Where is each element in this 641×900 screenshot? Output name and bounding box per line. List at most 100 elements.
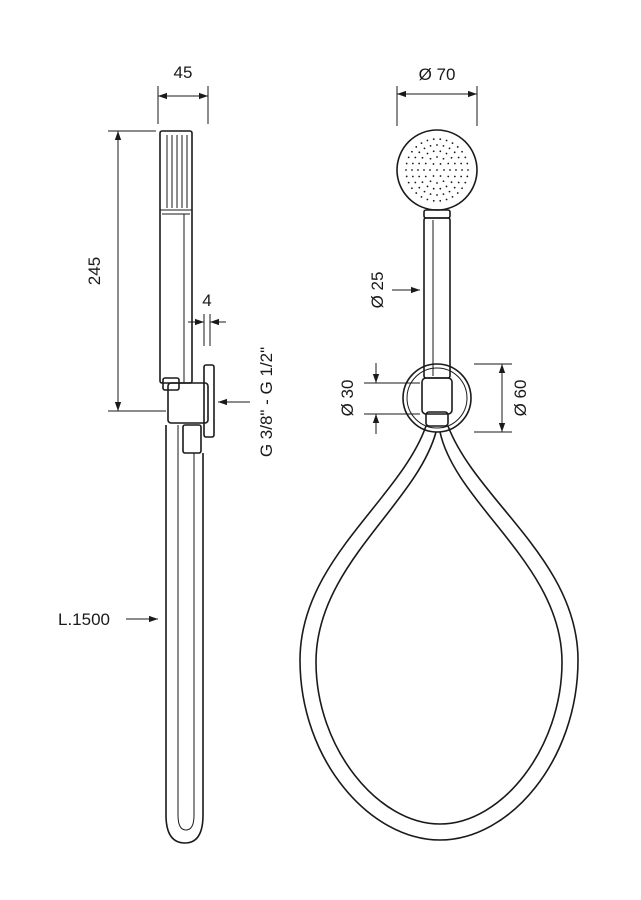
- nozzle-dot: [411, 169, 413, 171]
- nozzle-dot: [456, 192, 459, 194]
- nozzle-dot: [457, 181, 460, 184]
- nozzle-dot: [421, 156, 424, 159]
- nozzle-dot: [411, 175, 414, 178]
- nozzle-dot: [405, 175, 408, 178]
- nozzle-dot: [429, 193, 432, 196]
- nozzle-dot: [424, 162, 427, 165]
- nozzle-dot: [461, 187, 463, 190]
- dim-handle-length: 245: [85, 257, 104, 285]
- nozzle-dot: [426, 139, 429, 142]
- nozzle-dot: [445, 139, 448, 142]
- nozzle-dot: [445, 185, 448, 188]
- front-view: Ø 70 Ø 25 Ø 30 Ø 60: [299, 65, 579, 841]
- spray-nozzles: [405, 138, 469, 202]
- nozzle-dot: [461, 169, 463, 171]
- nozzle-dot: [461, 150, 463, 153]
- nozzle-dot: [421, 181, 424, 184]
- nozzle-dot: [423, 169, 425, 171]
- nozzle-dot: [420, 142, 423, 145]
- nozzle-dot: [420, 195, 423, 198]
- nozzle-dot: [405, 162, 408, 165]
- nozzle-dot: [436, 182, 438, 184]
- nozzle-dot: [415, 192, 418, 194]
- nozzle-dot: [464, 181, 467, 184]
- dim-handle-diameter: Ø 25: [368, 272, 387, 309]
- nozzle-dot: [418, 186, 421, 189]
- nozzle-dot: [460, 175, 463, 178]
- nozzle-dot: [432, 175, 435, 177]
- wall-bracket-body: [167, 382, 209, 424]
- nozzle-dot: [426, 185, 429, 188]
- dim-connector-diameter: Ø 30: [338, 380, 357, 417]
- nozzle-dot: [439, 199, 442, 202]
- nozzle-dot: [407, 156, 410, 159]
- nozzle-dot: [451, 142, 454, 145]
- nozzle-dot: [453, 175, 456, 178]
- nozzle-dot: [429, 157, 432, 160]
- nozzle-dot: [450, 181, 453, 184]
- nozzle-dot: [429, 144, 432, 147]
- nozzle-dot: [436, 144, 438, 146]
- nozzle-dot: [417, 169, 419, 171]
- nozzle-dot: [432, 150, 435, 153]
- nozzle-dot: [436, 169, 438, 171]
- nozzle-dot: [447, 162, 450, 165]
- nozzle-dot: [414, 181, 417, 184]
- nozzle-dot: [442, 157, 445, 160]
- nozzle-dot: [445, 198, 448, 201]
- nozzle-dot: [449, 169, 451, 171]
- nozzle-dot: [445, 152, 448, 155]
- nozzle-dot: [439, 187, 442, 190]
- nozzle-dot: [429, 180, 432, 183]
- dim-head-diameter: Ø 70: [419, 65, 456, 84]
- nozzle-dot: [436, 194, 438, 196]
- nozzle-dot: [439, 150, 442, 153]
- dim-bracket-diameter: Ø 60: [511, 380, 530, 417]
- nozzle-dot: [447, 175, 450, 178]
- nozzle-dot: [418, 151, 421, 154]
- connector: [421, 377, 453, 415]
- nozzle-dot: [453, 151, 456, 154]
- nozzle-dot: [460, 162, 463, 165]
- nozzle-dot: [453, 186, 456, 189]
- dim-hose-length: L.1500: [58, 610, 110, 629]
- nozzle-dot: [432, 163, 435, 165]
- nozzle-dot: [450, 156, 453, 159]
- nozzle-dot: [436, 156, 438, 158]
- nozzle-dot: [451, 195, 454, 198]
- nozzle-dot: [411, 187, 413, 190]
- nozzle-dot: [466, 162, 469, 165]
- nozzle-dot: [426, 198, 429, 201]
- nozzle-dot: [439, 175, 442, 177]
- nozzle-dot: [407, 181, 410, 184]
- nozzle-dot: [448, 190, 451, 193]
- nozzle-dot: [423, 190, 426, 193]
- nozzle-dot: [442, 193, 445, 196]
- nozzle-dot: [423, 147, 426, 150]
- nozzle-dot: [467, 169, 469, 171]
- nozzle-dot: [456, 146, 459, 148]
- dim-handle-width: 45: [174, 63, 193, 82]
- nozzle-dot: [405, 169, 407, 171]
- nozzle-dot: [466, 175, 469, 178]
- hose-nut: [182, 424, 202, 454]
- nozzle-dot: [418, 175, 421, 178]
- nozzle-dot: [414, 156, 417, 159]
- nozzle-dot: [442, 180, 445, 183]
- nozzle-dot: [439, 138, 442, 141]
- dim-wall-gap: 4: [202, 291, 211, 310]
- nozzle-dot: [455, 169, 457, 171]
- nozzle-dot: [464, 156, 467, 159]
- nozzle-dot: [411, 162, 414, 165]
- nozzle-dot: [432, 138, 435, 141]
- nozzle-dot: [432, 199, 435, 202]
- nozzle-dot: [448, 147, 451, 150]
- handshower-handle-front: [423, 217, 451, 379]
- dim-thread: G 3/8" - G 1/2": [257, 347, 276, 457]
- nozzle-dot: [418, 162, 421, 165]
- nozzle-dot: [411, 150, 413, 153]
- handle-knurl: [166, 135, 188, 208]
- nozzle-dot: [432, 187, 435, 190]
- nozzle-dot: [439, 163, 442, 165]
